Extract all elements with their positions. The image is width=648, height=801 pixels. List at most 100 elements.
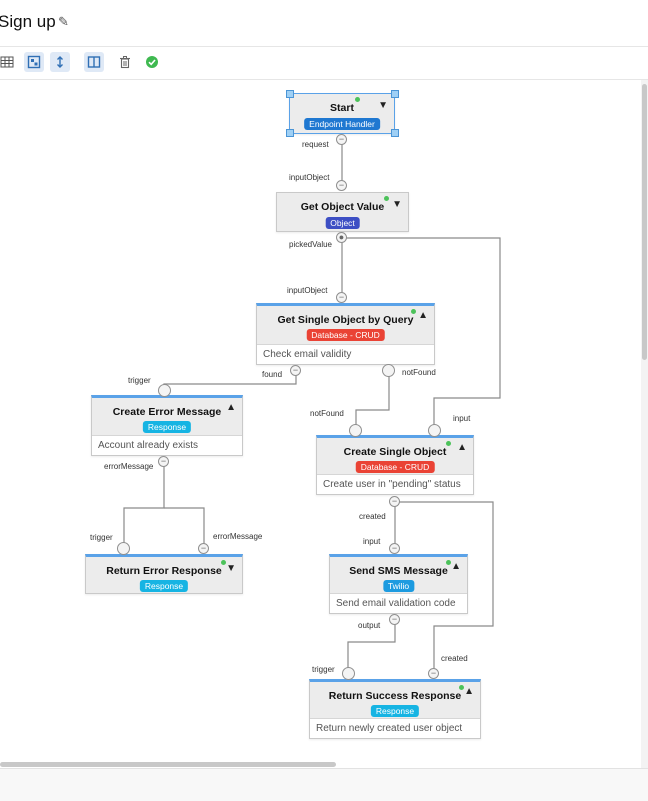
port-input-object[interactable]: −: [336, 292, 347, 303]
chevron-up-icon[interactable]: ▲: [451, 561, 461, 572]
node-title: Create Error Message: [112, 406, 222, 418]
node-tag: Database - CRUD: [355, 461, 435, 473]
grid-view-icon[interactable]: [0, 52, 17, 72]
port-label: output: [356, 621, 383, 630]
layout-icon[interactable]: [24, 52, 44, 72]
edit-pencil-icon[interactable]: ✎: [58, 14, 69, 29]
port-label: request: [300, 140, 331, 149]
node-tag: Response: [139, 580, 189, 592]
node-start[interactable]: Start Endpoint Handler ▼: [289, 93, 395, 134]
port-error-message[interactable]: −: [158, 456, 169, 467]
chevron-up-icon[interactable]: ▲: [418, 310, 428, 321]
node-create-error-message[interactable]: Create Error Message Response ▲ Account …: [91, 395, 243, 456]
resize-handle[interactable]: [391, 129, 399, 137]
chevron-up-icon[interactable]: ▲: [464, 686, 474, 697]
node-return-success-response[interactable]: Return Success Response Response ▲ Retur…: [309, 679, 481, 739]
toolbar: [0, 47, 648, 80]
port-label: created: [439, 654, 470, 663]
node-title: Get Single Object by Query: [277, 314, 414, 326]
node-get-single-object[interactable]: Get Single Object by Query Database - CR…: [256, 303, 435, 365]
node-title: Return Error Response: [106, 565, 222, 577]
port-label: trigger: [88, 533, 115, 542]
port-label: created: [357, 512, 388, 521]
status-dot-icon: [221, 560, 226, 565]
wire-pickedvalue-input: [342, 237, 501, 430]
port-trigger[interactable]: [158, 384, 171, 397]
port-picked-value[interactable]: ●: [336, 232, 347, 243]
port-label: trigger: [310, 665, 337, 674]
node-description: Return newly created user object: [310, 718, 480, 738]
port-label: errorMessage: [102, 462, 156, 471]
node-tag: Response: [142, 421, 192, 433]
port-label: input: [451, 414, 473, 423]
port-label: pickedValue: [287, 240, 334, 249]
chevron-down-icon[interactable]: ▼: [378, 100, 388, 111]
node-description: Send email validation code: [330, 593, 467, 613]
port-label: errorMessage: [211, 532, 265, 541]
chevron-up-icon[interactable]: ▲: [457, 442, 467, 453]
status-dot-icon: [355, 97, 360, 102]
resize-handle[interactable]: [286, 90, 294, 98]
page-title: Sign up: [0, 12, 56, 31]
node-get-object-value[interactable]: Get Object Value Object ▼: [276, 192, 409, 232]
port-found[interactable]: −: [290, 365, 301, 376]
node-tag: Object: [325, 217, 360, 229]
horizontal-scrollbar-thumb[interactable]: [0, 762, 336, 767]
port-trigger[interactable]: [342, 667, 355, 680]
node-description: Create user in "pending" status: [317, 474, 473, 494]
wire-errormessage-errormessage: [164, 507, 205, 548]
wire-output-trigger: [347, 620, 396, 674]
node-create-single-object[interactable]: Create Single Object Database - CRUD ▲ C…: [316, 435, 474, 495]
node-title: Send SMS Message: [349, 565, 448, 577]
node-start-title: Start: [330, 102, 354, 114]
node-start-tag: Endpoint Handler: [304, 118, 380, 130]
node-return-error-response[interactable]: Return Error Response Response ▼: [85, 554, 243, 594]
check-circle-icon: [142, 52, 162, 72]
trash-icon[interactable]: [115, 52, 135, 72]
port-trigger[interactable]: [117, 542, 130, 555]
port-input[interactable]: [428, 424, 441, 437]
status-dot-icon: [446, 560, 451, 565]
node-send-sms-message[interactable]: Send SMS Message Twilio ▲ Send email val…: [329, 554, 468, 614]
resize-handle[interactable]: [391, 90, 399, 98]
node-description: Check email validity: [257, 344, 434, 364]
port-label: found: [260, 370, 285, 379]
vertical-scrollbar-thumb[interactable]: [642, 84, 647, 360]
wire-notfound-notfound: [355, 370, 390, 430]
node-title: Create Single Object: [343, 446, 447, 458]
port-label: inputObject: [287, 173, 332, 182]
chevron-up-icon[interactable]: ▲: [226, 402, 236, 413]
wire-created-created: [395, 501, 494, 674]
status-dot-icon: [446, 441, 451, 446]
port-error-message[interactable]: −: [198, 543, 209, 554]
page-header: Sign up ✎: [0, 0, 648, 47]
port-label: notFound: [308, 409, 346, 418]
port-output[interactable]: −: [389, 614, 400, 625]
node-description: Account already exists: [92, 435, 242, 455]
bottom-bar: [0, 768, 648, 801]
port-created[interactable]: −: [389, 496, 400, 507]
resize-handle[interactable]: [286, 129, 294, 137]
port-label: notFound: [400, 368, 438, 377]
split-panel-icon[interactable]: [84, 52, 104, 72]
port-request[interactable]: −: [336, 134, 347, 145]
node-tag: Database - CRUD: [306, 329, 385, 341]
chevron-down-icon[interactable]: ▼: [226, 563, 236, 574]
vertical-arrows-icon[interactable]: [50, 52, 70, 72]
node-tag: Twilio: [382, 580, 415, 592]
node-title: Return Success Response: [328, 690, 462, 702]
status-dot-icon: [384, 196, 389, 201]
port-label: trigger: [126, 376, 153, 385]
port-created[interactable]: −: [428, 668, 439, 679]
wire-errormessage-trigger: [123, 462, 165, 548]
chevron-down-icon[interactable]: ▼: [392, 199, 402, 210]
vertical-scrollbar[interactable]: [641, 80, 648, 768]
port-not-found[interactable]: [349, 424, 362, 437]
port-input[interactable]: −: [389, 543, 400, 554]
status-dot-icon: [411, 309, 416, 314]
port-not-found[interactable]: [382, 364, 395, 377]
node-tag: Response: [370, 705, 420, 717]
node-title: Get Object Value: [300, 201, 385, 213]
port-input-object[interactable]: −: [336, 180, 347, 191]
